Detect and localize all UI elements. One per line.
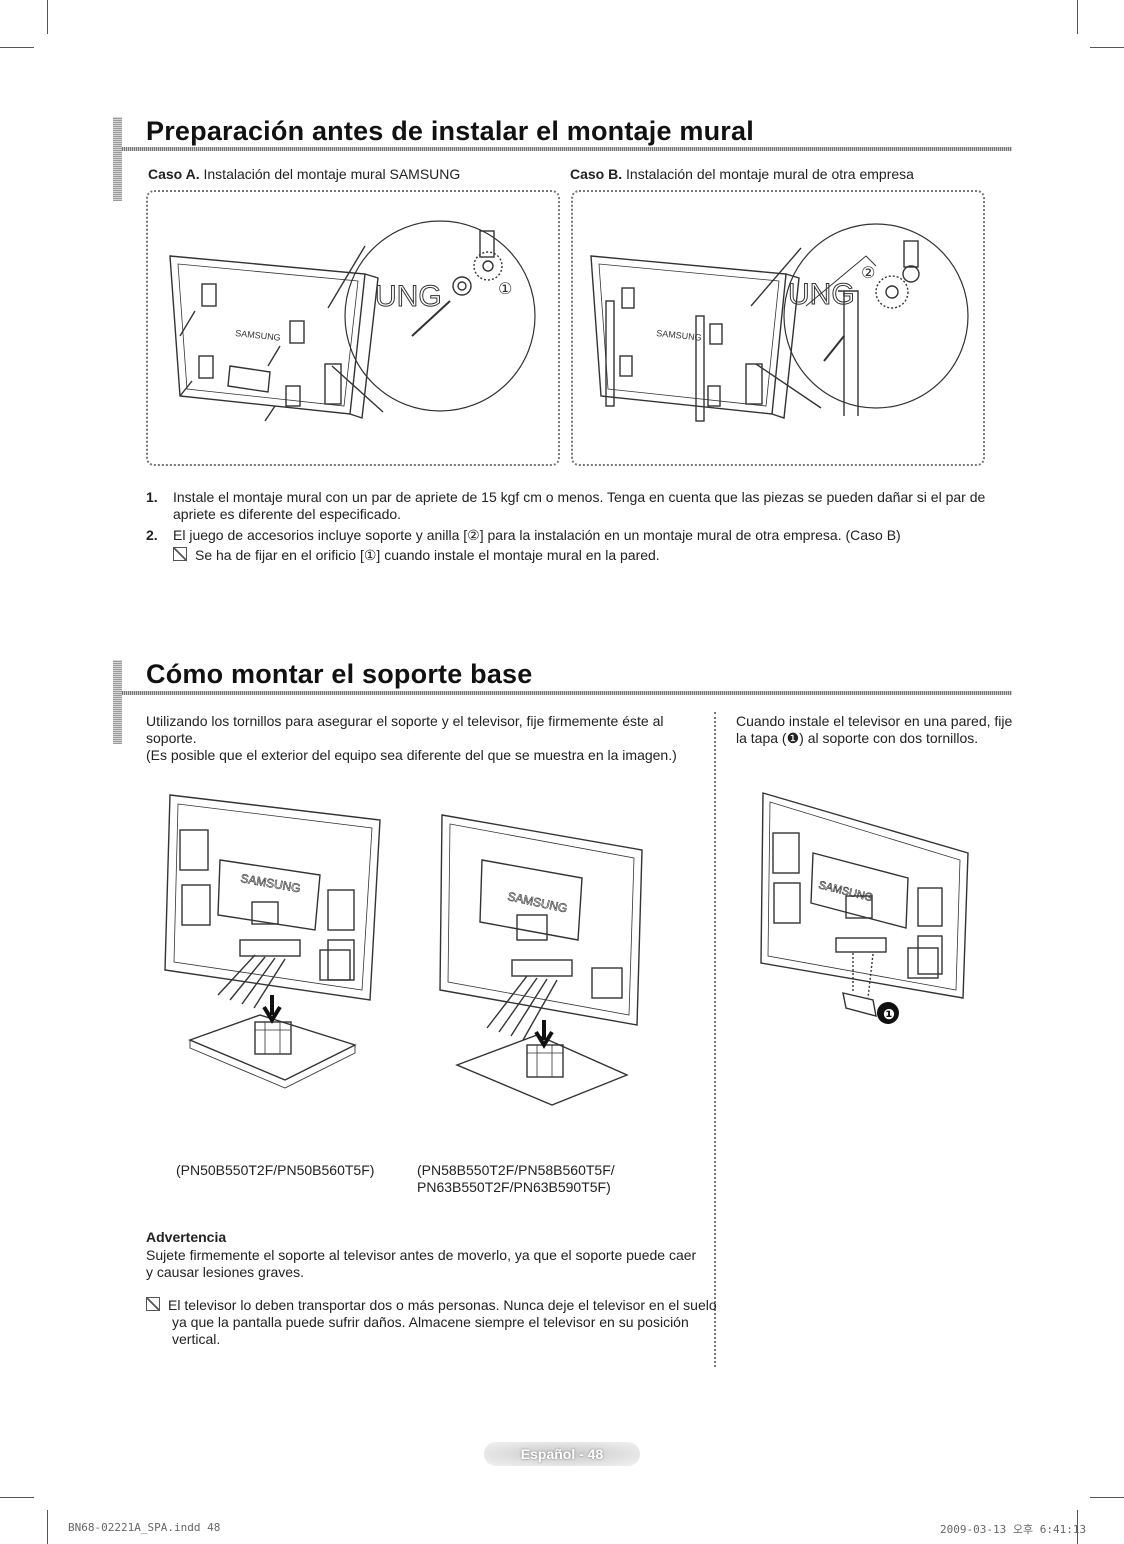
case-a-text: Instalación del montaje mural SAMSUNG	[203, 166, 461, 182]
wall-cover-illustration: ❶ SAMSUNG	[760, 792, 969, 1024]
caption-large-line2: PN63B550T2F/PN63B590T5F)	[417, 1179, 611, 1195]
callout-1: ❶	[883, 1007, 895, 1023]
callout-2: ②	[861, 263, 875, 282]
case-b-heading: Caso B. Instalación del montaje mural de…	[570, 166, 914, 183]
caption-small-model: (PN50B550T2F/PN50B560T5F)	[176, 1162, 375, 1178]
note-icon	[173, 547, 187, 561]
case-a-tv-back-illustration: UNG SAMSUNG ①	[169, 220, 536, 422]
section-title-wall-mount: Preparación antes de instalar el montaje…	[146, 116, 754, 146]
stand-intro-line1: Utilizando los tornillos para asegurar e…	[146, 713, 664, 746]
stand-illustration-small-model: SAMSUNG	[164, 794, 381, 1089]
date-info: 2009-03-13 오후 6:41:13	[940, 1523, 1087, 1536]
section-rule	[122, 147, 1012, 151]
item-1-text: Instale el montaje mural con un par de a…	[173, 489, 986, 522]
section-rule	[122, 691, 1012, 695]
tv-brand-text: SAMSUNG	[235, 328, 281, 343]
trim-mark	[0, 1497, 34, 1498]
trim-mark	[1077, 1510, 1078, 1544]
zoom-brand-text: UNG	[788, 278, 855, 311]
case-b-illustration-frame	[571, 190, 985, 466]
trim-mark	[1090, 47, 1124, 48]
trim-mark	[0, 47, 34, 48]
note-text: Se ha de fijar en el orificio [①] cuando…	[195, 547, 660, 563]
wall-cover-instruction: Cuando instale el televisor en una pared…	[736, 713, 1013, 746]
case-a-heading: Caso A. Instalación del montaje mural SA…	[148, 166, 460, 183]
tv-brand-text: SAMSUNG	[239, 871, 301, 895]
item-2-number: 2.	[146, 527, 158, 543]
tv-brand-text: SAMSUNG	[506, 889, 568, 915]
trim-mark	[1090, 1497, 1124, 1498]
zoom-brand-text: UNG	[375, 280, 442, 313]
stand-intro-line2: (Es posible que el exterior del equipo s…	[146, 747, 677, 763]
section-title-stand: Cómo montar el soporte base	[146, 659, 533, 689]
column-divider	[714, 712, 716, 1367]
warning-text: Sujete firmemente el soporte al televiso…	[146, 1247, 697, 1280]
trim-mark	[47, 1510, 48, 1544]
note-wall-mount: Se ha de fijar en el orificio [①] cuando…	[173, 547, 1013, 564]
callout-1: ①	[498, 279, 512, 298]
stand-intro: Utilizando los tornillos para asegurar e…	[146, 713, 706, 764]
note-icon	[146, 1297, 160, 1311]
caption-large-line1: (PN58B550T2F/PN58B560T5F/	[417, 1162, 615, 1178]
note-transport-text: El televisor lo deben transportar dos o …	[168, 1297, 717, 1347]
case-a-illustration-frame	[146, 190, 560, 466]
stand-illustration-large-model: SAMSUNG	[439, 814, 643, 1106]
warning-title: Advertencia	[146, 1229, 227, 1245]
case-a-label: Caso A.	[148, 166, 200, 182]
item-1-number: 1.	[146, 489, 158, 505]
note-transport: El televisor lo deben transportar dos o …	[146, 1297, 732, 1348]
page-number-badge: Español - 48	[484, 1442, 640, 1466]
section-bar	[113, 117, 122, 201]
caption-large-model: (PN58B550T2F/PN58B560T5F/ PN63B550T2F/PN…	[417, 1162, 615, 1196]
trim-mark	[1077, 0, 1078, 34]
case-b-text: Instalación del montaje mural de otra em…	[626, 166, 914, 182]
case-b-label: Caso B.	[570, 166, 623, 182]
trim-mark	[47, 0, 48, 34]
tv-brand-text: SAMSUNG	[656, 328, 702, 343]
section-bar	[113, 660, 122, 744]
case-b-tv-back-illustration: UNG SAMSUNG ②	[590, 223, 969, 422]
file-info: BN68-02221A_SPA.indd 48	[68, 1521, 221, 1534]
item-2-text: El juego de accesorios incluye soporte y…	[173, 527, 901, 543]
